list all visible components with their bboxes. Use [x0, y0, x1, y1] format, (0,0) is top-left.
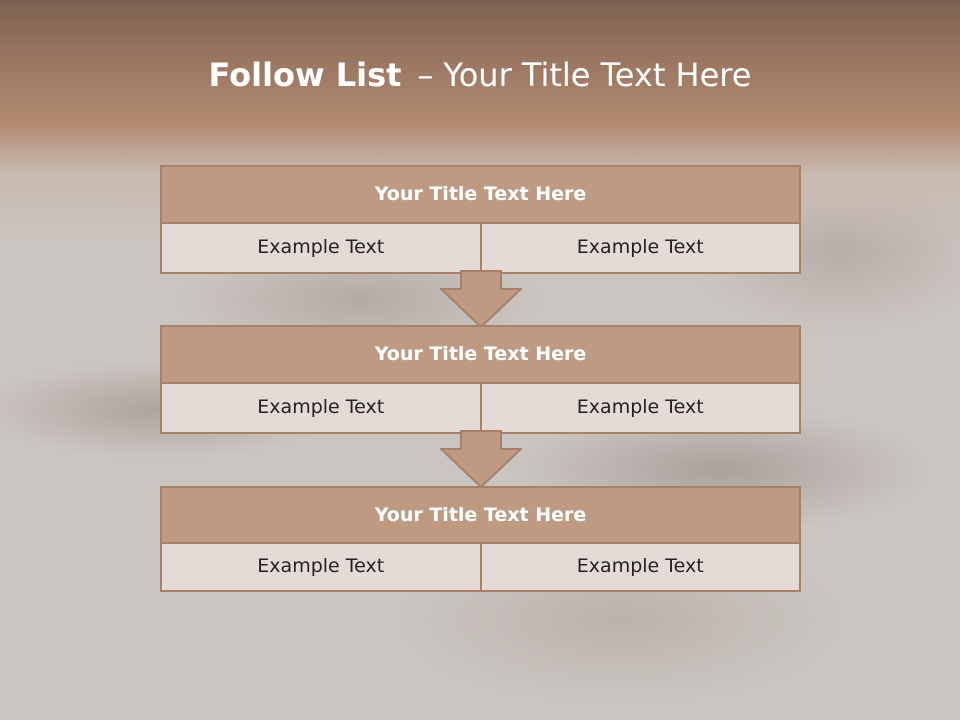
list-block-1: Your Title Text Here Example Text Exampl… [160, 165, 801, 274]
title-separator: – [417, 56, 434, 94]
block-title: Your Title Text Here [162, 327, 799, 384]
down-arrow-icon [440, 270, 522, 328]
block-cell-right: Example Text [479, 544, 800, 590]
slide-title: Follow List–Your Title Text Here [0, 52, 960, 98]
block-cell-right: Example Text [479, 384, 800, 432]
block-cell-right: Example Text [479, 224, 800, 272]
block-title: Your Title Text Here [162, 167, 799, 224]
title-bold: Follow List [208, 56, 402, 94]
block-title: Your Title Text Here [162, 488, 799, 544]
list-block-2: Your Title Text Here Example Text Exampl… [160, 325, 801, 434]
block-row: Example Text Example Text [162, 384, 799, 432]
block-row: Example Text Example Text [162, 544, 799, 590]
block-cell-left: Example Text [257, 396, 385, 418]
down-arrow-icon [440, 430, 522, 488]
list-block-3: Your Title Text Here Example Text Exampl… [160, 486, 801, 592]
block-row: Example Text Example Text [162, 224, 799, 272]
block-cell-left: Example Text [257, 555, 385, 577]
block-cell-left: Example Text [257, 236, 385, 258]
title-rest: Your Title Text Here [443, 56, 752, 94]
